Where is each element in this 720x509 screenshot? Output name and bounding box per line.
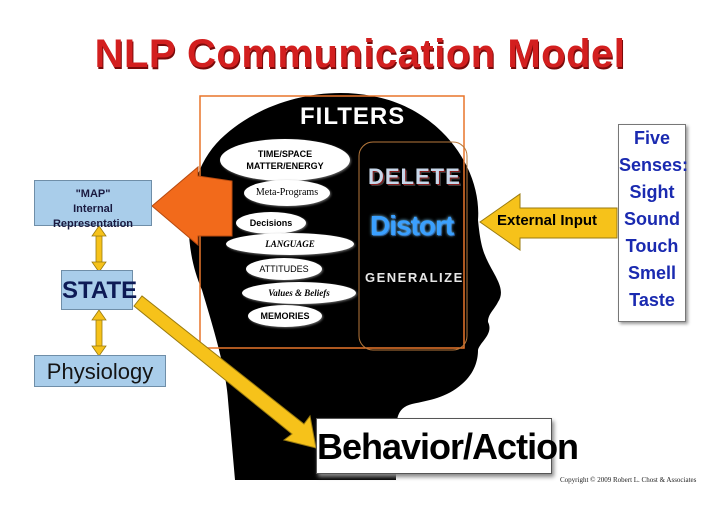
state-physiology-link: [91, 309, 107, 357]
filter-language: LANGUAGE: [226, 233, 354, 255]
filter-decisions: Decisions: [236, 212, 306, 234]
map-box-subtitle: Internal Representation: [52, 203, 134, 230]
senses-heading: Senses:: [619, 155, 689, 175]
process-delete: DELETE: [368, 164, 461, 189]
map-state-link: [91, 225, 107, 273]
process-generalize: GENERALIZE: [365, 270, 464, 285]
filter-time-line1: TIME/SPACE: [257, 149, 313, 159]
sense-taste: Taste: [629, 290, 675, 310]
sense-sound: Sound: [624, 209, 680, 229]
process-panel: [358, 141, 468, 351]
filter-time-space: TIME/SPACE MATTER/ENERGY: [220, 139, 350, 181]
state-box: STATE: [61, 270, 137, 310]
copyright-notice: Copyright © 2009 Robert L. Chost & Assoc…: [560, 476, 697, 484]
diagram-title: NLP Communication Model: [94, 32, 626, 76]
senses-five: Five: [633, 128, 671, 148]
filter-attitudes: ATTITUDES: [246, 258, 322, 280]
external-input-label: External Input: [497, 212, 598, 229]
sense-sight: Sight: [629, 182, 675, 202]
map-box: "MAP" Internal Representation: [34, 180, 152, 230]
external-input-arrow: [479, 193, 618, 251]
filter-values-beliefs: Values & Beliefs: [242, 282, 356, 304]
filters-label: FILTERS: [300, 103, 406, 130]
map-box-title: "MAP": [75, 188, 111, 200]
senses-box: Five Senses: Sight Sound Touch Smell Tas…: [618, 124, 689, 322]
sense-smell: Smell: [627, 263, 677, 283]
behavior-arrow: [133, 295, 317, 449]
behavior-box: Behavior/Action: [316, 418, 579, 474]
filter-time-line2: MATTER/ENERGY: [246, 161, 324, 171]
filter-meta-programs: Meta-Programs: [244, 180, 330, 206]
process-distort: Distort: [370, 210, 454, 241]
filter-memories: MEMORIES: [248, 305, 322, 327]
map-arrow: [151, 165, 233, 247]
physiology-box: Physiology: [34, 355, 166, 387]
sense-touch: Touch: [625, 236, 679, 256]
